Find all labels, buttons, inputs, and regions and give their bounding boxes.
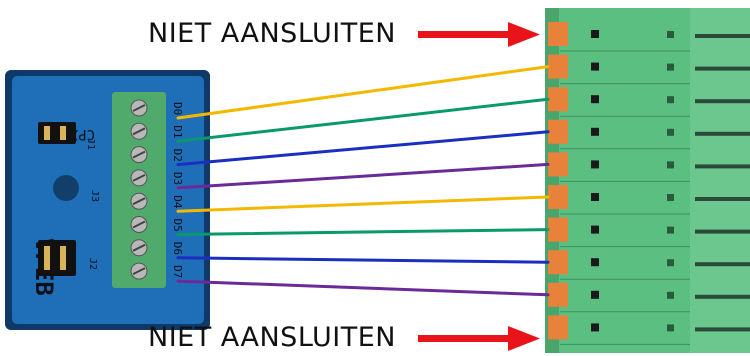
mounting-hole: [53, 175, 79, 201]
slot-hole-small: [667, 194, 674, 201]
screw-slot: [132, 267, 146, 275]
slot-hole: [591, 193, 599, 201]
pin-label: D1: [171, 125, 184, 138]
wires: [176, 65, 550, 297]
slot-hole-small: [667, 291, 674, 299]
wire-entry: [695, 229, 750, 234]
arrow-bottom: [418, 326, 540, 351]
pin-label: D6: [171, 242, 184, 255]
slot-hole: [591, 258, 599, 267]
slot-hole-small: [667, 128, 674, 136]
pin-label: D5: [171, 219, 184, 232]
orange-release-tab: [548, 22, 568, 46]
slot-hole: [591, 127, 599, 136]
slot-hole-small: [667, 63, 674, 71]
slot-hole-small: [667, 31, 674, 38]
orange-release-tab: [548, 185, 568, 209]
pin-label: D4: [171, 195, 184, 209]
jumper-j2-label: J2: [87, 258, 98, 270]
orange-release-tab: [548, 54, 568, 79]
pin-label: D7: [171, 265, 184, 278]
warning-label-top: NIET AANSLUITEN: [148, 18, 396, 49]
slot-hole-small: [667, 161, 674, 169]
arrow-bottom-head: [508, 326, 540, 351]
wire-entry: [695, 262, 750, 267]
wire-entry: [695, 99, 750, 104]
screw-slot: [132, 150, 146, 159]
wire-d4: [176, 195, 550, 213]
wire-d6: [176, 256, 550, 264]
orange-release-tab: [548, 315, 568, 340]
wire-entry: [695, 197, 750, 201]
warning-label-bottom: NIET AANSLUITEN: [148, 322, 396, 353]
slot-hole: [591, 62, 599, 71]
screw-slot: [132, 220, 146, 229]
screw-terminal-strip: [112, 92, 166, 288]
wire-d3: [176, 162, 550, 190]
orange-release-tab: [548, 250, 568, 275]
screw-slot: [132, 197, 146, 206]
wire-entry: [695, 294, 750, 299]
wire-entry: [695, 327, 750, 332]
slot-hole: [591, 160, 599, 169]
slot-hole: [591, 323, 599, 332]
slot-hole: [591, 290, 599, 299]
terminal-block: [545, 8, 750, 353]
orange-release-tab: [548, 152, 568, 177]
slot-hole: [591, 225, 599, 234]
slot-hole-small: [667, 226, 674, 234]
pin-label: D0: [171, 102, 184, 115]
pin-label: D3: [171, 172, 184, 185]
slot-hole-small: [667, 259, 674, 267]
screw-slot: [132, 243, 146, 252]
jumper-j1-label: J1: [85, 138, 96, 150]
wire-entry: [695, 66, 750, 71]
jumper-j3-label: J3: [89, 190, 100, 202]
arrow-top: [418, 22, 540, 47]
wire-entry: [695, 131, 750, 136]
slot-hole-small: [667, 324, 674, 332]
wire-d0: [176, 65, 550, 120]
orange-release-tab: [548, 87, 568, 112]
wire-d2: [176, 130, 550, 167]
wire-d5: [176, 228, 550, 236]
slot-hole: [591, 95, 599, 104]
screw-slot: [132, 174, 146, 182]
screw-slot: [132, 104, 146, 112]
terminal-slots: [548, 22, 750, 345]
jumper-j2: J2: [38, 240, 98, 276]
jumper-j1: J1: [38, 122, 96, 150]
wire-d7: [176, 279, 550, 297]
pin-label: D2: [171, 149, 184, 162]
wire-d1: [176, 97, 550, 143]
screws: [130, 99, 148, 280]
wire-entry: [695, 34, 750, 38]
orange-release-tab: [548, 282, 568, 307]
screw-slot: [132, 127, 146, 136]
orange-release-tab: [548, 119, 568, 144]
arrow-top-head: [508, 22, 540, 47]
orange-release-tab: [548, 217, 568, 242]
slot-hole-small: [667, 96, 674, 104]
wire-entry: [695, 164, 750, 169]
slot-hole: [591, 30, 599, 38]
